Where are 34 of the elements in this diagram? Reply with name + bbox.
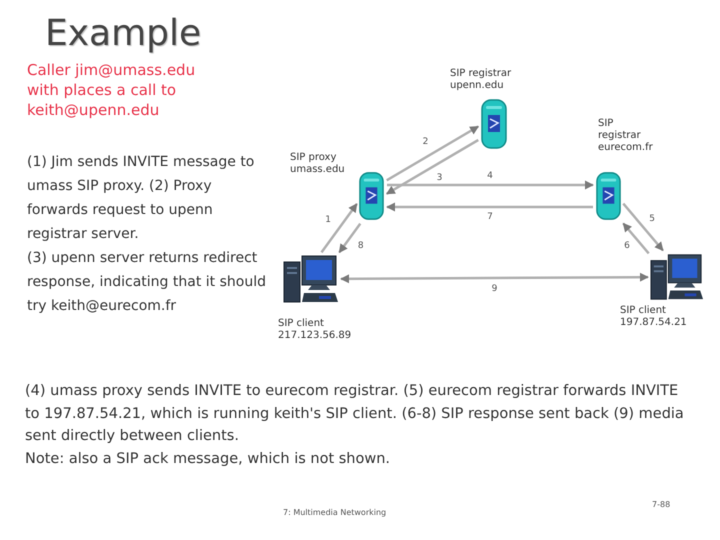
page-number: 7-88 bbox=[652, 500, 672, 510]
footer-text: 7: Multimedia Networking bbox=[283, 508, 388, 518]
step-description: (4) umass proxy sends INVITE to eurecom registrar. (5) eurecom registrar forwards INVITE to 197.87.54.21, which is running keith's SIP client. (6-8) SIP response sent back (9) media sent directly between clients. bbox=[25, 382, 685, 446]
edge-label: 8 bbox=[356, 241, 365, 251]
computer-icon bbox=[650, 252, 704, 302]
arrow bbox=[387, 180, 594, 190]
edge-label: 4 bbox=[486, 171, 494, 181]
node-caption: SIP client 197.87.54.21 bbox=[620, 305, 688, 329]
caller-note: Caller jim@umass.edu with places a call to keith@upenn.edu bbox=[27, 60, 196, 120]
computer-icon bbox=[283, 254, 339, 304]
node-caption: SIP proxy umass.edu bbox=[290, 152, 346, 176]
node-caption: SIP client 217.123.56.89 bbox=[278, 318, 352, 342]
edge-label: 7 bbox=[486, 212, 494, 222]
node-caption: SIP registrar eurecom.fr bbox=[598, 118, 654, 154]
edge-label: 9 bbox=[490, 284, 498, 294]
server-icon bbox=[480, 98, 508, 150]
arrow bbox=[386, 138, 479, 195]
edge-label: 6 bbox=[623, 241, 631, 252]
node-caption: SIP registrar upenn.edu bbox=[450, 68, 512, 92]
step-description: (1) Jim sends INVITE message to umass SIP proxy. (2) Proxy forwards request to upenn registrar server. bbox=[27, 153, 256, 244]
arrow bbox=[622, 202, 664, 252]
arrow bbox=[386, 125, 480, 182]
step-description: (3) upenn server returns redirect response, indicating that it should try keith@eurecom.fr bbox=[27, 249, 267, 316]
server-icon bbox=[595, 170, 622, 222]
edge-label: 3 bbox=[436, 172, 444, 183]
arrow bbox=[386, 202, 593, 212]
arrow bbox=[320, 203, 358, 254]
arrow bbox=[338, 222, 362, 254]
arrow bbox=[622, 222, 650, 254]
server-icon bbox=[358, 170, 385, 222]
slide-title: Example bbox=[45, 12, 202, 56]
edge-label: 5 bbox=[648, 214, 656, 224]
double-arrow bbox=[340, 272, 649, 284]
note-text: Note: also a SIP ack message, which is not shown. bbox=[25, 450, 392, 468]
